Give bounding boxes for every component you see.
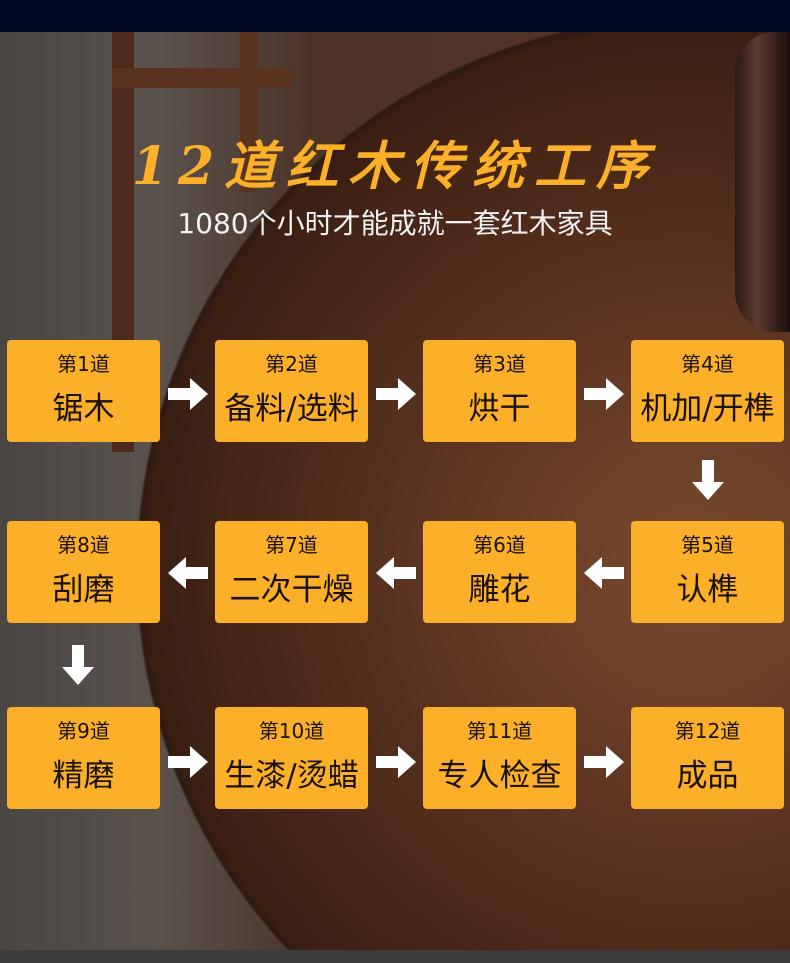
step-number: 第11道 <box>466 719 533 743</box>
step-box: 第3道烘干 <box>423 340 576 442</box>
top-bar <box>0 0 790 32</box>
arrow-left-icon <box>584 557 624 589</box>
arrow-right-icon <box>584 746 624 778</box>
step-box: 第12道成品 <box>631 707 784 809</box>
step-box: 第1道锯木 <box>7 340 160 442</box>
step-name: 认榫 <box>676 572 739 608</box>
step-name: 专人检查 <box>437 758 562 794</box>
arrow-left-icon <box>376 557 416 589</box>
step-name: 生漆/烫蜡 <box>224 758 359 794</box>
step-number: 第1道 <box>57 352 110 376</box>
page-title: 12道红木传统工序 <box>131 136 659 197</box>
step-number: 第10道 <box>258 719 325 743</box>
step-number: 第7道 <box>265 533 318 557</box>
arrow-down-icon <box>692 460 724 500</box>
step-box: 第6道雕花 <box>423 521 576 623</box>
arrow-left-icon <box>168 557 208 589</box>
subtitle: 1080个小时才能成就一套红木家具 <box>177 207 613 240</box>
step-box: 第9道精磨 <box>7 707 160 809</box>
step-number: 第4道 <box>681 352 734 376</box>
step-name: 备料/选料 <box>224 391 359 427</box>
step-name: 锯木 <box>52 391 115 427</box>
step-name: 二次干燥 <box>229 572 354 608</box>
step-number: 第3道 <box>473 352 526 376</box>
step-box: 第8道刮磨 <box>7 521 160 623</box>
step-number: 第8道 <box>57 533 110 557</box>
step-box: 第5道认榫 <box>631 521 784 623</box>
arrow-right-icon <box>168 746 208 778</box>
background-vase <box>735 32 790 332</box>
step-number: 第6道 <box>473 533 526 557</box>
step-box: 第11道专人检查 <box>423 707 576 809</box>
step-number: 第12道 <box>674 719 741 743</box>
arrow-right-icon <box>376 746 416 778</box>
step-name: 成品 <box>676 758 739 794</box>
step-name: 刮磨 <box>52 572 115 608</box>
arrow-right-icon <box>376 378 416 410</box>
step-name: 机加/开榫 <box>640 391 775 427</box>
background-chair-rail <box>112 68 292 88</box>
step-number: 第5道 <box>681 533 734 557</box>
arrow-down-icon <box>62 645 94 685</box>
step-name: 雕花 <box>468 572 531 608</box>
step-box: 第2道备料/选料 <box>215 340 368 442</box>
arrow-right-icon <box>168 378 208 410</box>
step-box: 第4道机加/开榫 <box>631 340 784 442</box>
step-name: 精磨 <box>52 758 115 794</box>
bottom-band <box>0 950 790 963</box>
step-name: 烘干 <box>468 391 531 427</box>
step-box: 第7道二次干燥 <box>215 521 368 623</box>
step-box: 第10道生漆/烫蜡 <box>215 707 368 809</box>
step-number: 第2道 <box>265 352 318 376</box>
arrow-right-icon <box>584 378 624 410</box>
step-number: 第9道 <box>57 719 110 743</box>
